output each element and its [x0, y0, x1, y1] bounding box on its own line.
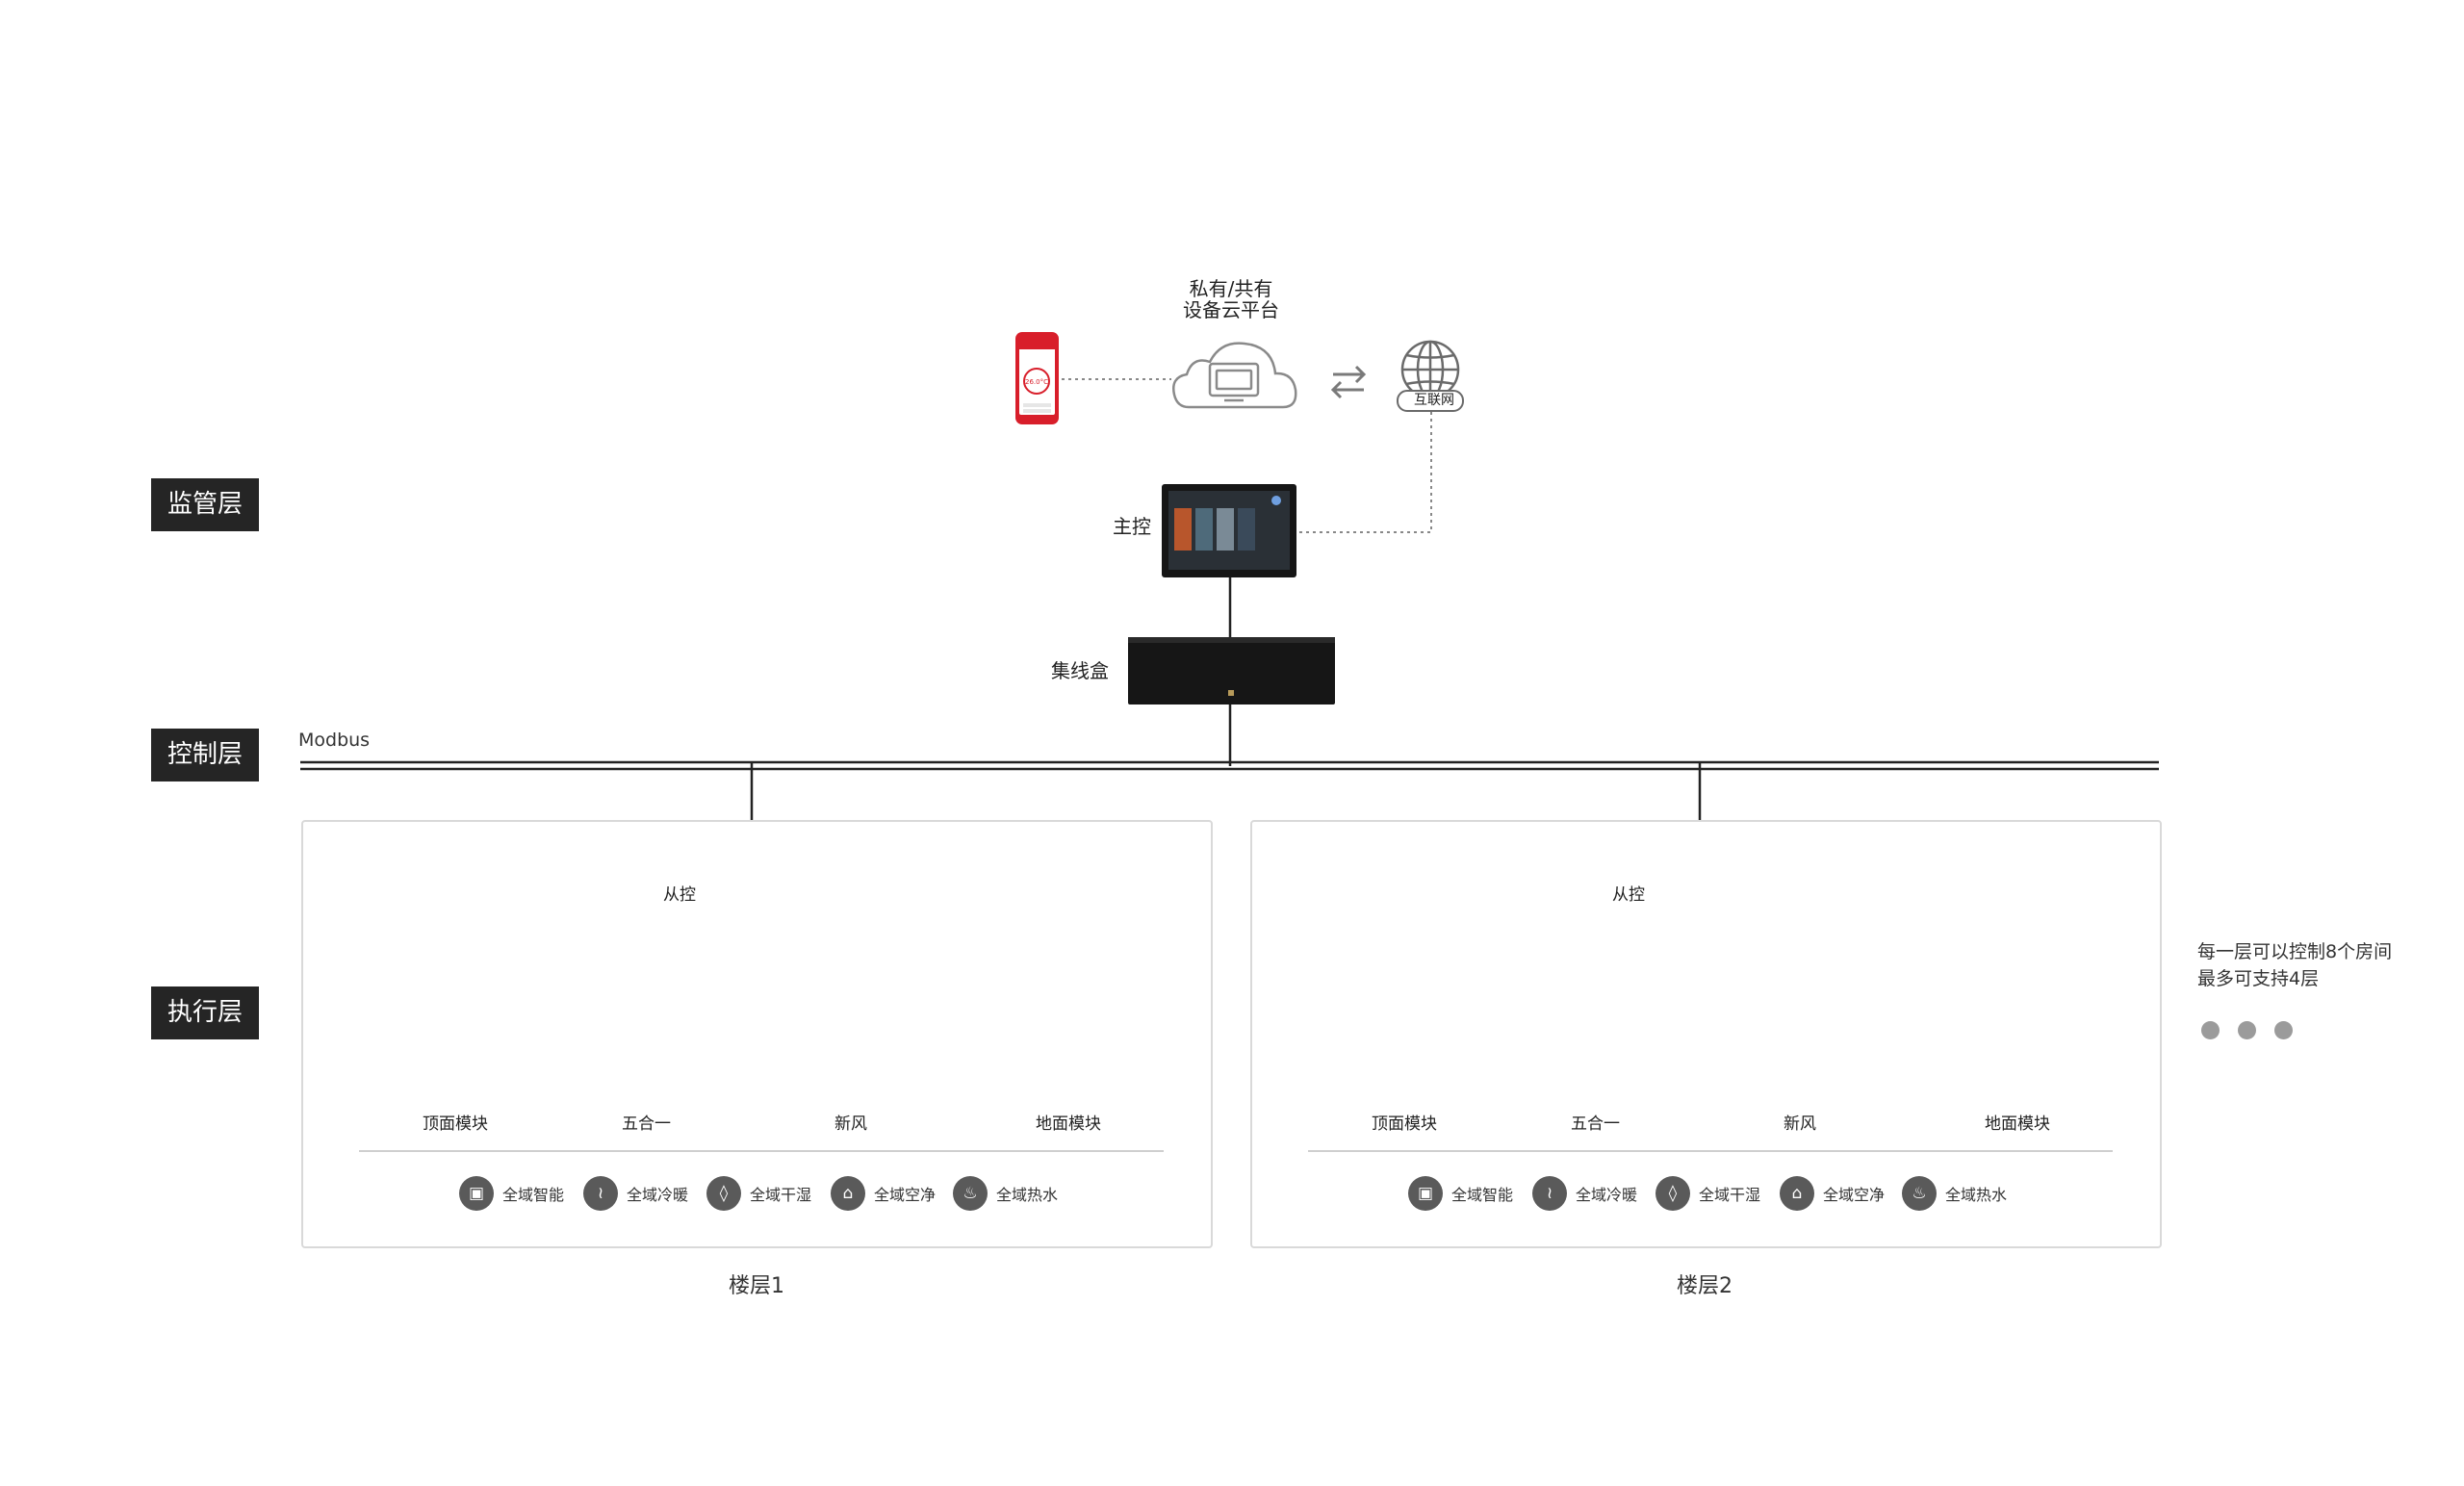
capacity-note-line1: 每一层可以控制8个房间 — [2197, 941, 2393, 962]
floor2-feature-label-4: 全域热水 — [1945, 1186, 2008, 1204]
cloud-platform-icon — [1172, 342, 1297, 409]
hot-water-icon: ♨ — [1902, 1176, 1937, 1211]
control-layer-tag: 控制层 — [151, 729, 259, 781]
floor2-feature-label-1: 全域冷暖 — [1576, 1186, 1638, 1204]
floor1-feature-hot-water: ♨ 全域热水 — [953, 1175, 1058, 1212]
floor1-feature-label-3: 全域空净 — [874, 1186, 937, 1204]
floor2-feature-label-3: 全域空净 — [1823, 1186, 1886, 1204]
main-controller-label: 主控 — [1113, 515, 1151, 538]
floor2-name: 楼层2 — [1677, 1274, 1732, 1298]
floor2-feature-label-2: 全域干湿 — [1699, 1186, 1761, 1204]
swap-arrows-icon — [1330, 365, 1367, 399]
hot-water-icon: ♨ — [953, 1176, 988, 1211]
floor2-feature-humidity: ◊ 全域干湿 — [1656, 1175, 1760, 1212]
floor1-feature-humidity: ◊ 全域干湿 — [706, 1175, 811, 1212]
floor2-device-floor: 地面模块 — [1985, 1114, 2050, 1134]
cloud-title: 私有/共有 设备云平台 — [1154, 278, 1308, 320]
floor1-name: 楼层1 — [729, 1274, 784, 1298]
floor2-slave-label: 从控 — [1612, 885, 1645, 905]
floor1-divider — [359, 1150, 1164, 1152]
phone-screen-text: 26.0°C — [1025, 378, 1048, 386]
chip-icon: ▣ — [459, 1176, 494, 1211]
floor1-box — [301, 820, 1213, 1248]
capacity-note: 每一层可以控制8个房间 最多可支持4层 — [2197, 938, 2392, 992]
thermometer-icon: ≀ — [1532, 1176, 1567, 1211]
floor2-feature-air: ⌂ 全域空净 — [1780, 1175, 1885, 1212]
modbus-label: Modbus — [298, 730, 371, 751]
floor1-feature-label-2: 全域干湿 — [750, 1186, 812, 1204]
floor1-device-fresh-air: 新风 — [834, 1114, 867, 1134]
chip-icon: ▣ — [1408, 1176, 1443, 1211]
supervision-layer-tag: 监管层 — [151, 478, 259, 531]
floor1-device-floor: 地面模块 — [1036, 1114, 1101, 1134]
floor1-feature-label-4: 全域热水 — [996, 1186, 1059, 1204]
internet-pill — [1397, 390, 1464, 412]
floor1-feature-label-0: 全域智能 — [502, 1186, 565, 1204]
internet-main-link — [1298, 412, 1432, 533]
floor1-device-ceiling: 顶面模块 — [423, 1114, 488, 1134]
floor1-device-5in1: 五合一 — [622, 1114, 671, 1134]
floor2-device-ceiling: 顶面模块 — [1372, 1114, 1437, 1134]
floor1-feature-climate: ≀ 全域冷暖 — [583, 1175, 688, 1212]
floor1-feature-air: ⌂ 全域空净 — [831, 1175, 936, 1212]
phone-app-icon: 26.0°C — [1015, 332, 1059, 424]
floor2-feature-climate: ≀ 全域冷暖 — [1532, 1175, 1637, 1212]
cloud-title-line1: 私有/共有 — [1189, 277, 1273, 300]
water-drop-icon: ◊ — [1656, 1176, 1690, 1211]
internet-label: 互联网 — [1414, 393, 1454, 408]
floor2-divider — [1308, 1150, 2113, 1152]
floor1-feature-label-1: 全域冷暖 — [627, 1186, 689, 1204]
hub-box-label: 集线盒 — [1051, 659, 1109, 682]
floor1-slave-label: 从控 — [663, 885, 696, 905]
floor2-device-fresh-air: 新风 — [1784, 1114, 1816, 1134]
house-air-icon: ⌂ — [1780, 1176, 1814, 1211]
cloud-title-line2: 设备云平台 — [1183, 298, 1279, 321]
more-dot-1 — [2201, 1021, 2220, 1039]
floor2-device-5in1: 五合一 — [1571, 1114, 1620, 1134]
floor2-box — [1250, 820, 2162, 1248]
floor2-feature-label-0: 全域智能 — [1451, 1186, 1514, 1204]
thermometer-icon: ≀ — [583, 1176, 618, 1211]
more-dot-2 — [2238, 1021, 2256, 1039]
execution-layer-tag: 执行层 — [151, 986, 259, 1039]
more-dot-3 — [2274, 1021, 2293, 1039]
globe-icon — [1400, 340, 1460, 399]
capacity-note-line2: 最多可支持4层 — [2197, 968, 2320, 989]
hub-box-device — [1128, 637, 1335, 705]
main-controller-device — [1162, 484, 1296, 577]
house-air-icon: ⌂ — [831, 1176, 865, 1211]
floor1-feature-smart: ▣ 全域智能 — [459, 1175, 564, 1212]
floor2-feature-smart: ▣ 全域智能 — [1408, 1175, 1513, 1212]
water-drop-icon: ◊ — [706, 1176, 741, 1211]
floor2-feature-hot-water: ♨ 全域热水 — [1902, 1175, 2007, 1212]
